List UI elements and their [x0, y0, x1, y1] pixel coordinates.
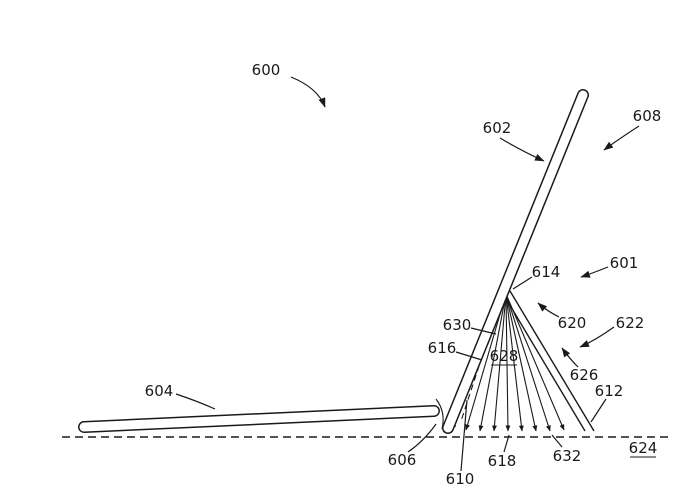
kickstand-rib — [505, 293, 565, 431]
leader-612 — [590, 398, 607, 423]
kickstand-rib — [505, 293, 538, 432]
ref-label-600: 600 — [252, 61, 281, 79]
leader-616 — [455, 351, 483, 361]
ref-label-614: 614 — [532, 263, 561, 281]
ref-label-624: 624 — [629, 439, 658, 457]
leader-626 — [561, 347, 579, 368]
kickstand-outer-edge — [509, 290, 595, 432]
kickstand-rib — [478, 293, 507, 432]
leader-620 — [537, 302, 560, 318]
display-panel-face — [443, 90, 588, 433]
ref-label-601: 601 — [610, 254, 639, 272]
ref-label-606: 606 — [388, 451, 417, 469]
display-panel — [442, 89, 589, 434]
leader-622 — [579, 326, 615, 348]
base-panel — [78, 405, 440, 433]
leader-608 — [603, 125, 640, 151]
ref-label-608: 608 — [633, 107, 662, 125]
ref-label-632: 632 — [553, 447, 582, 465]
ref-label-616: 616 — [428, 339, 457, 357]
leader-632 — [551, 434, 563, 448]
ref-label-622: 622 — [616, 314, 645, 332]
ref-label-610: 610 — [446, 470, 475, 488]
leader-602 — [499, 137, 545, 162]
leader-601 — [580, 266, 609, 278]
ref-label-612: 612 — [595, 382, 624, 400]
ref-label-602: 602 — [483, 119, 512, 137]
hinge-curve — [435, 398, 444, 430]
leader-610 — [460, 399, 468, 472]
ref-label-620: 620 — [558, 314, 587, 332]
kickstand-inner-edge — [504, 296, 586, 432]
leader-618 — [503, 434, 510, 453]
leader-600 — [290, 76, 326, 108]
leader-604 — [175, 393, 216, 410]
kickstand-rib — [505, 293, 524, 432]
ref-label-628: 628 — [490, 347, 519, 365]
ref-label-630: 630 — [443, 316, 472, 334]
ref-label-604: 604 — [145, 382, 174, 400]
ref-label-626: 626 — [570, 366, 599, 384]
kickstand-rib — [492, 293, 507, 432]
leader-606 — [407, 423, 437, 453]
leader-614 — [512, 276, 533, 290]
base-panel-face — [79, 406, 439, 432]
leader-630 — [470, 327, 497, 335]
kickstand-rib — [505, 293, 511, 432]
kickstand-rib — [505, 293, 551, 432]
ref-label-618: 618 — [488, 452, 517, 470]
